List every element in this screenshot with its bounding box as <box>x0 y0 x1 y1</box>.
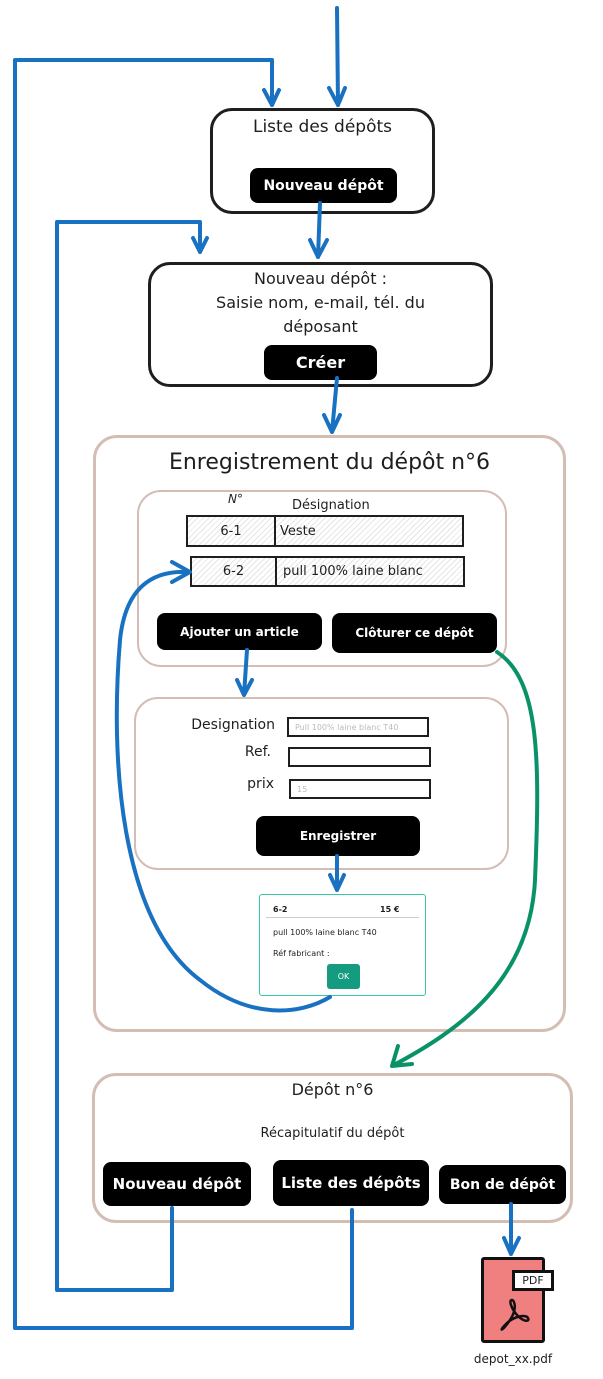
popup-price: 15 € <box>380 905 400 914</box>
article-designation: pull 100% laine blanc <box>277 556 465 587</box>
new-deposit-title-1: Nouveau dépôt : <box>254 269 387 288</box>
article-designation: Veste <box>276 515 464 547</box>
designation-label: Designation <box>191 717 275 733</box>
deposit-voucher-button[interactable]: Bon de dépôt <box>439 1165 566 1204</box>
popup-ok-button[interactable]: OK <box>327 964 360 989</box>
article-row[interactable]: 6-1 Veste <box>186 515 464 547</box>
article-number: 6-1 <box>186 515 276 547</box>
price-input[interactable]: 15 <box>289 779 431 799</box>
acrobat-icon <box>500 1298 530 1331</box>
popup-number: 6-2 <box>273 905 288 914</box>
ref-label: Ref. <box>244 744 271 760</box>
article-row[interactable]: 6-2 pull 100% laine blanc <box>190 556 465 587</box>
add-article-button[interactable]: Ajouter un article <box>157 613 322 650</box>
save-button[interactable]: Enregistrer <box>256 816 420 856</box>
create-button[interactable]: Créer <box>264 345 377 380</box>
new-deposit-title-2: Saisie nom, e-mail, tél. du <box>216 293 425 312</box>
pdf-badge: PDF <box>512 1270 554 1291</box>
summary-title: Dépôt n°6 <box>291 1080 374 1099</box>
list-new-deposit-button[interactable]: Nouveau dépôt <box>250 168 397 203</box>
popup-description: pull 100% laine blanc T40 <box>273 928 377 937</box>
designation-input[interactable]: Pull 100% laine blanc T40 <box>287 717 429 737</box>
header-number: N° <box>228 492 243 506</box>
confirmation-popup: 6-2 15 € pull 100% laine blanc T40 Réf f… <box>259 894 426 996</box>
article-number: 6-2 <box>190 556 277 587</box>
pdf-filename: depot_xx.pdf <box>473 1352 553 1366</box>
registration-title: Enregistrement du dépôt n°6 <box>168 450 491 475</box>
ref-input[interactable] <box>288 747 431 767</box>
summary-list-button[interactable]: Liste des dépôts <box>273 1160 429 1206</box>
arrow-entry <box>327 6 347 107</box>
price-label: prix <box>247 776 274 792</box>
new-deposit-title-3: déposant <box>283 317 358 336</box>
pdf-file-icon[interactable]: PDF <box>481 1257 554 1343</box>
summary-subtitle: Récapitulatif du dépôt <box>260 1126 405 1141</box>
list-screen-title: Liste des dépôts <box>252 117 393 137</box>
close-deposit-button[interactable]: Clôturer ce dépôt <box>332 613 497 653</box>
popup-divider <box>266 917 419 918</box>
summary-new-deposit-button[interactable]: Nouveau dépôt <box>103 1162 251 1206</box>
popup-ref-label: Réf fabricant : <box>273 949 330 958</box>
header-designation: Désignation <box>292 498 370 513</box>
